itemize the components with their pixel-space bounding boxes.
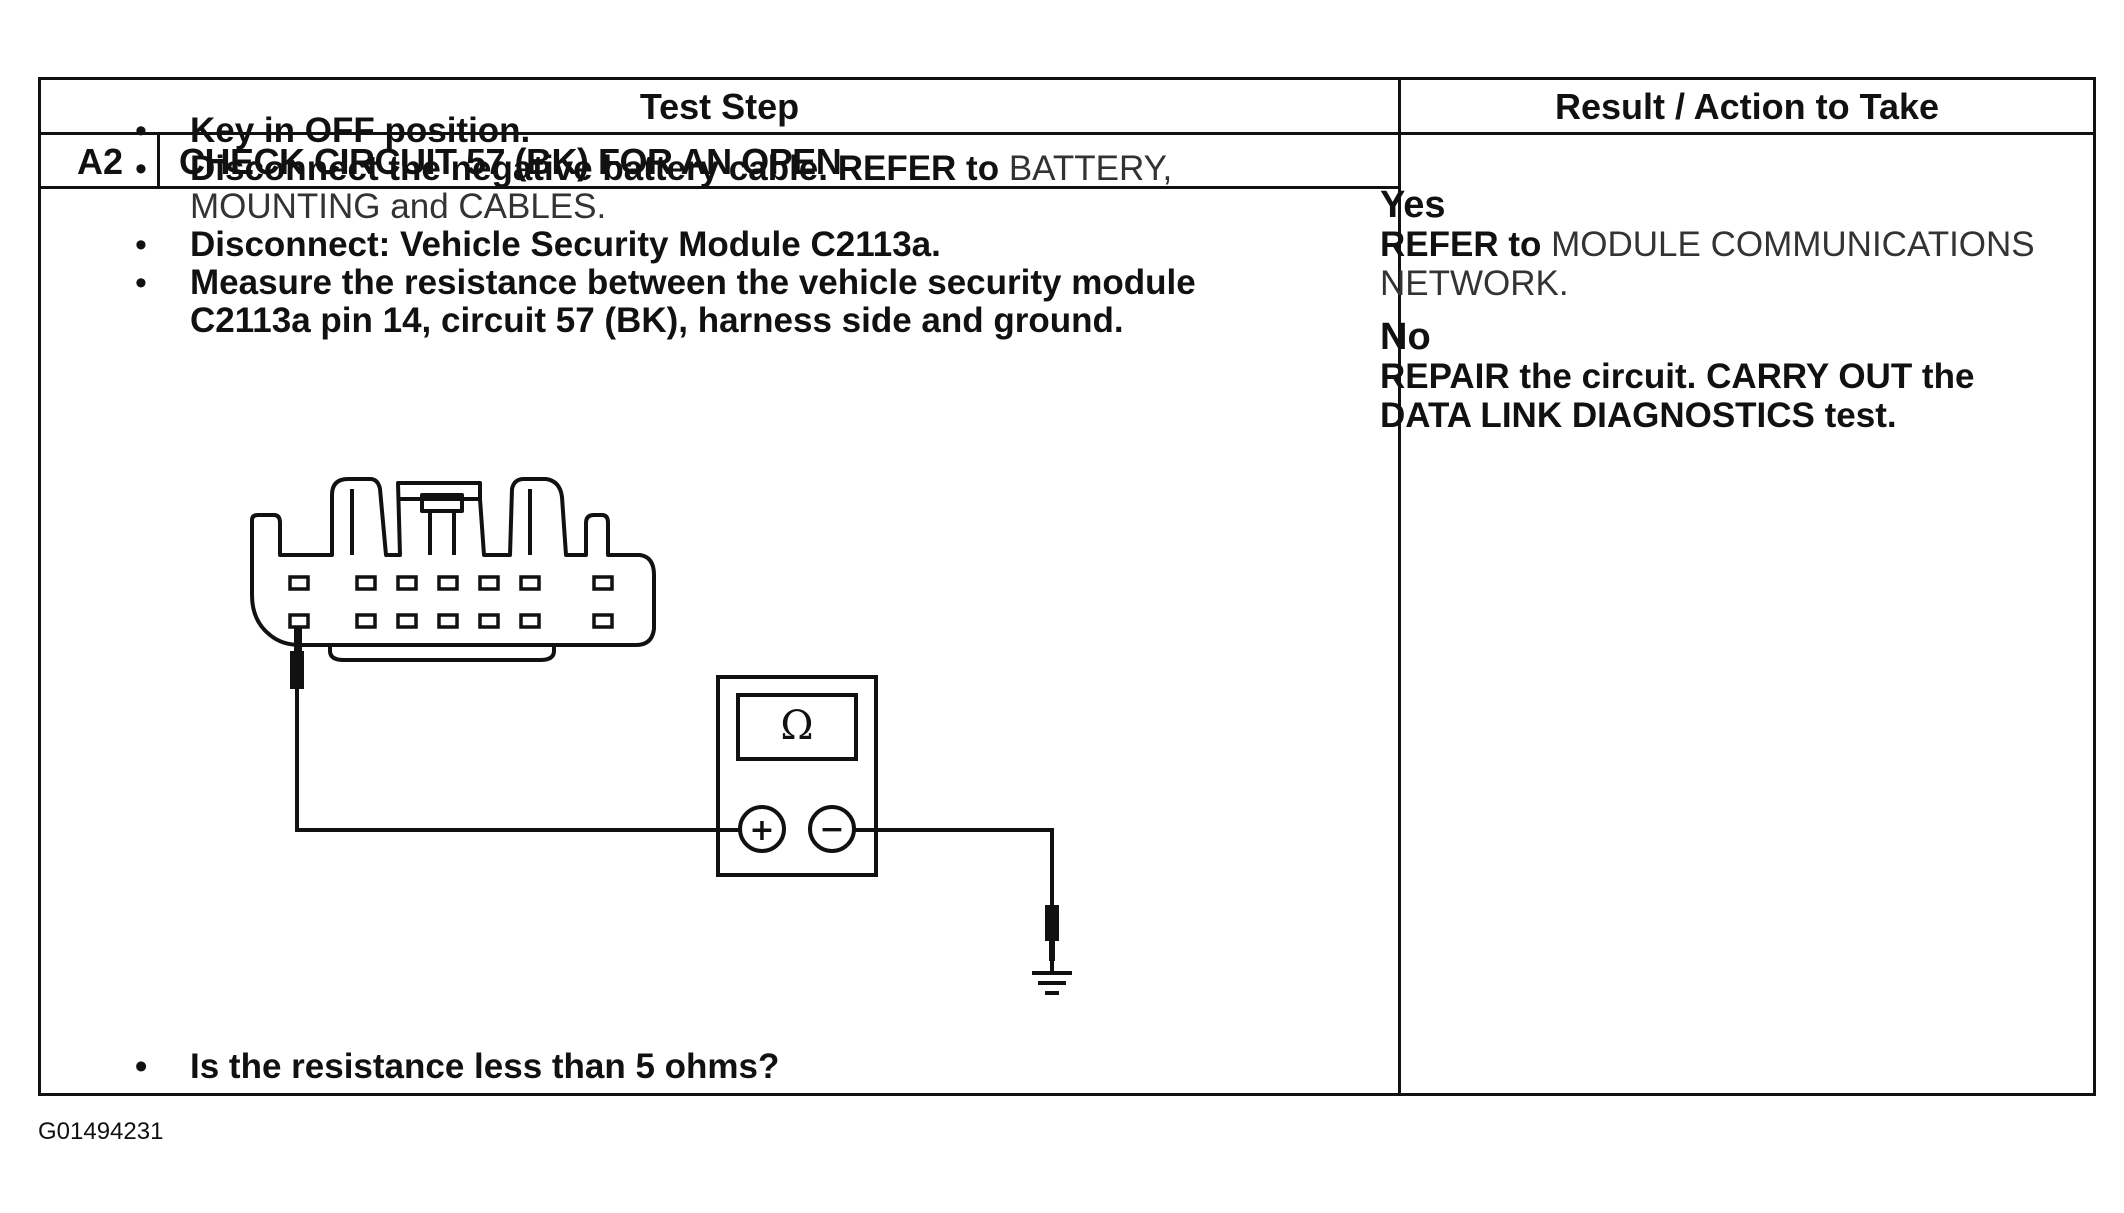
instruction-item: Measure the resistance between the vehic…: [135, 264, 1315, 340]
connector-latch: [420, 493, 464, 513]
step-id: A2: [76, 141, 124, 182]
figure-id: G01494231: [38, 1118, 164, 1145]
instruction-item: Key in OFF position.: [135, 111, 1315, 151]
instruction-reference: BATTERY, MOUNTING and CABLES.: [190, 149, 1173, 226]
instruction-list: Key in OFF position. Disconnect the nega…: [135, 112, 1315, 340]
ground-probe: [1045, 905, 1059, 961]
result-no-text: REPAIR the circuit. CARRY OUT the DATA L…: [1380, 357, 1975, 435]
probe-lead: [290, 627, 708, 832]
result-yes-action: REFER to MODULE COMMUNICATIONS NETWORK.: [1380, 225, 2070, 303]
column-header-result-action: Result / Action to Take: [1554, 86, 1940, 127]
ground-icon: [1032, 961, 1072, 995]
connector-lower-lip: [328, 645, 556, 662]
test-question: Is the resistance less than 5 ohms?: [135, 1047, 779, 1087]
meter-plus-terminal: +: [749, 813, 774, 848]
ohmmeter: [708, 675, 1054, 905]
header-divider-right: [1401, 132, 2093, 135]
instruction-item: Disconnect the negative battery cable. R…: [135, 150, 1315, 226]
result-no-action: REPAIR the circuit. CARRY OUT the DATA L…: [1380, 357, 2070, 435]
instruction-text: Key in OFF position.: [190, 111, 531, 150]
result-actions: Yes REFER to MODULE COMMUNICATIONS NETWO…: [1380, 185, 2070, 449]
meter-minus-terminal: −: [819, 812, 844, 847]
result-yes-text: REFER to: [1380, 225, 1542, 264]
instruction-item: Disconnect: Vehicle Security Module C211…: [135, 225, 1315, 265]
connector-meter-diagram: Ω + −: [250, 477, 1072, 995]
instruction-text: Measure the resistance between the vehic…: [190, 263, 1196, 340]
instruction-text: Disconnect the negative battery cable. R…: [190, 149, 1000, 188]
pin-cavities: [288, 575, 614, 629]
connector-body: [250, 477, 656, 647]
result-no-label: No: [1380, 316, 1431, 358]
instruction-text: Disconnect: Vehicle Security Module C211…: [190, 225, 941, 264]
ohm-symbol: Ω: [780, 703, 813, 749]
column-divider: [1398, 80, 1401, 1093]
result-yes-label: Yes: [1380, 184, 1446, 226]
result-yes-reference: MODULE COMMUNICATIONS NETWORK.: [1380, 225, 2035, 303]
